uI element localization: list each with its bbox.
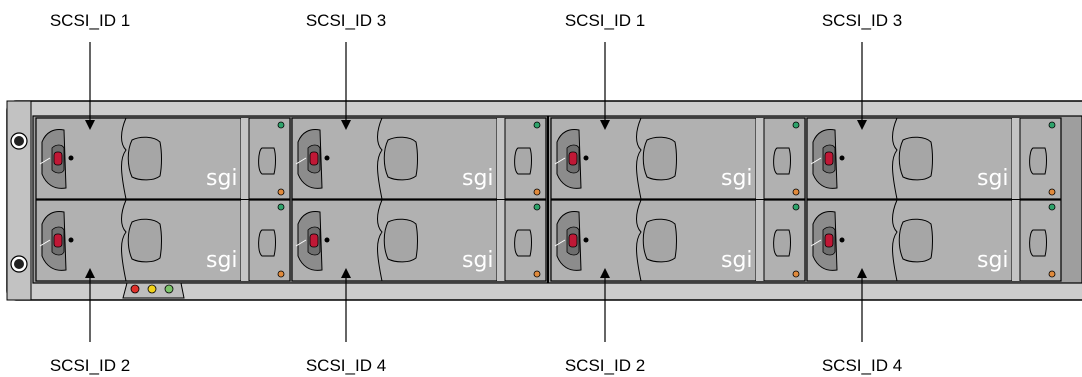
callout-label: SCSI_ID 4 [306, 356, 386, 375]
bottom-callout-2: SCSI_ID 4 [306, 268, 386, 375]
status-led-green [164, 284, 174, 294]
status-led-yellow [147, 284, 157, 294]
callout-label: SCSI_ID 2 [50, 356, 130, 375]
top-callout-4: SCSI_ID 3 [822, 11, 902, 130]
drive-module-row1-col4: sgi [806, 117, 1062, 200]
callout-label: SCSI_ID 1 [50, 11, 130, 30]
sgi-logo: sgi [977, 166, 1009, 191]
drive-modules: sgi sgi [35, 117, 1062, 282]
left-bottom-mounting-screw [10, 255, 28, 273]
sgi-logo: sgi [462, 248, 494, 273]
left-top-mounting-screw [10, 132, 28, 150]
sgi-logo: sgi [206, 248, 238, 273]
sgi-logo: sgi [462, 166, 494, 191]
bottom-callout-4: SCSI_ID 4 [822, 268, 902, 375]
callout-label: SCSI_ID 3 [306, 11, 386, 30]
top-callout-1: SCSI_ID 1 [50, 11, 130, 130]
sgi-logo: sgi [721, 166, 753, 191]
drive-module-row2-col2: sgi [291, 199, 547, 282]
status-led-red [130, 284, 140, 294]
status-led-panel [122, 282, 185, 299]
top-callout-3: SCSI_ID 1 [565, 11, 645, 130]
callout-label: SCSI_ID 3 [822, 11, 902, 30]
drive-module-row1-col3: sgi [550, 117, 806, 200]
sgi-logo: sgi [721, 248, 753, 273]
top-callout-2: SCSI_ID 3 [306, 11, 386, 130]
callout-label: SCSI_ID 1 [565, 11, 645, 30]
callout-label: SCSI_ID 2 [565, 356, 645, 375]
callouts: SCSI_ID 1 SCSI_ID 3 SCSI_ID 1 SCSI_ID 3 SCSI… [50, 11, 902, 375]
drive-module-row2-col4: sgi [806, 199, 1062, 282]
drive-module-row2-col3: sgi [550, 199, 806, 282]
sgi-logo: sgi [206, 166, 238, 191]
sgi-logo: sgi [977, 248, 1009, 273]
bottom-callout-1: SCSI_ID 2 [50, 268, 130, 375]
callout-label: SCSI_ID 4 [822, 356, 902, 375]
drive-module-row2-col1: sgi [35, 199, 291, 282]
drive-module-row1-col2: sgi [291, 117, 547, 200]
drive-module-row1-col1: sgi [35, 117, 291, 200]
bottom-callout-3: SCSI_ID 2 [565, 268, 645, 375]
